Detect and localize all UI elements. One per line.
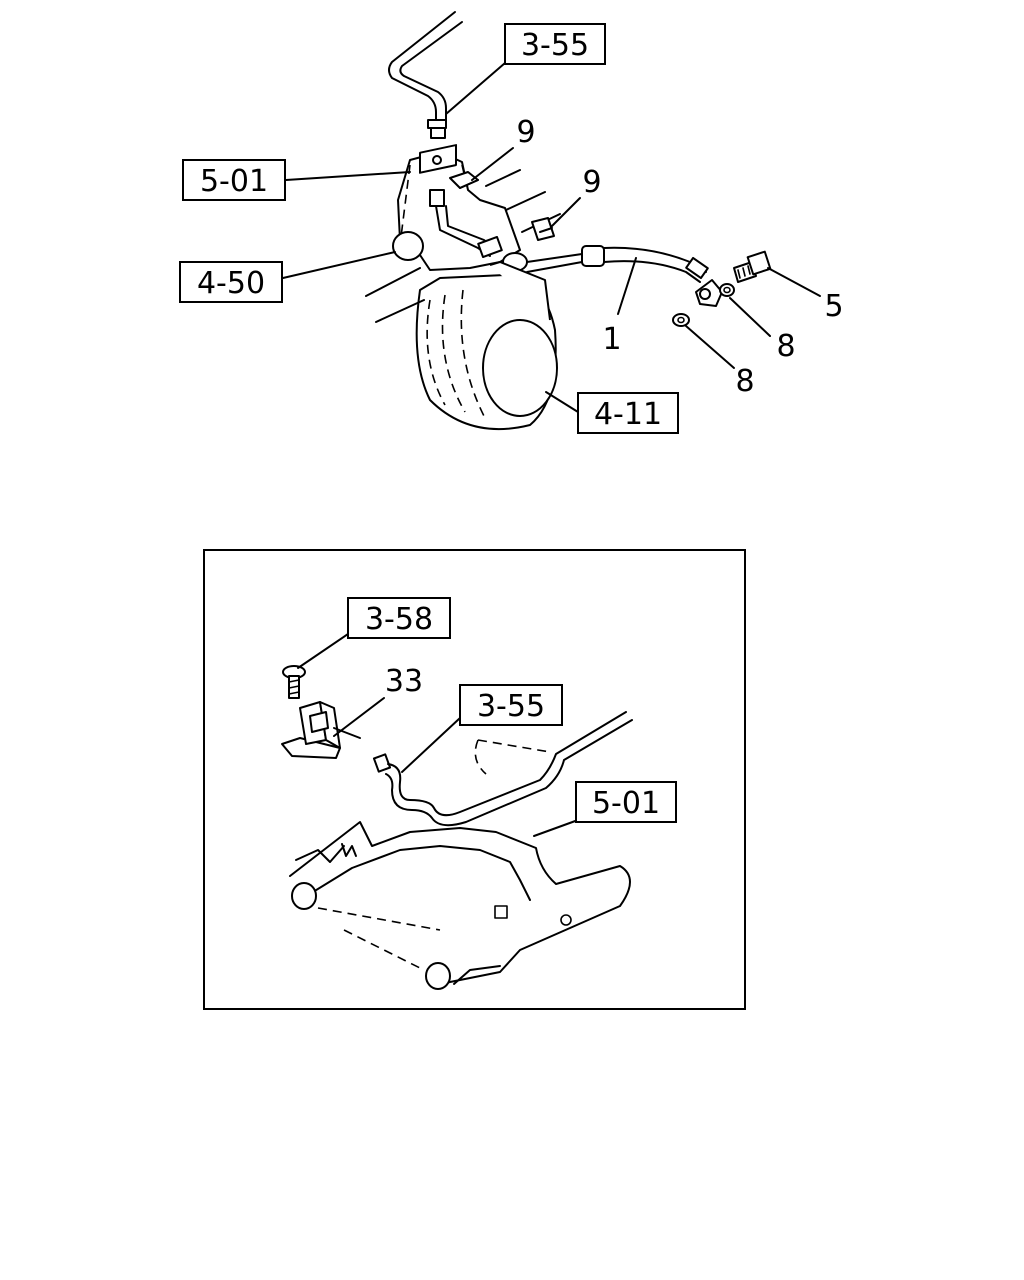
callout-box-3-55-inset <box>459 684 563 726</box>
part-number-8-a: 8 <box>776 329 795 364</box>
callout-4-50: 4-50 <box>197 266 265 301</box>
washer-8-a <box>672 313 690 327</box>
chassis-frame <box>289 739 631 990</box>
banjo-union <box>695 279 723 307</box>
clip-9-b <box>531 217 555 241</box>
callout-box-3-55-top <box>504 23 606 65</box>
clutch-master-body <box>397 144 528 272</box>
brake-pipe-inset <box>372 711 633 827</box>
callout-4-11: 4-11 <box>594 397 662 432</box>
callout-box-4-50 <box>179 261 283 303</box>
callout-box-5-01-top <box>182 159 286 201</box>
callout-3-58: 3-58 <box>365 602 433 637</box>
part-number-8-b: 8 <box>735 364 754 399</box>
washer-8-b <box>719 283 735 297</box>
clip-9-a <box>449 171 479 189</box>
inset-frame <box>203 549 746 1010</box>
clutch-hose <box>526 245 709 283</box>
top-assembly: 3-55 5-01 4-50 4-11 9 9 5 8 8 1 <box>179 11 844 434</box>
part-number-33: 33 <box>385 664 423 699</box>
clutch-booster <box>365 169 561 431</box>
inset-assembly: 3-58 3-55 5-01 33 <box>203 549 746 1010</box>
brake-pipe-top <box>388 11 463 139</box>
callout-box-3-58 <box>347 597 451 639</box>
callout-box-5-01-inset <box>575 781 677 823</box>
part-number-9-a: 9 <box>516 115 535 150</box>
callout-5-01-top: 5-01 <box>200 164 268 199</box>
union-bolt-5 <box>733 250 772 283</box>
callout-box-4-11 <box>577 392 679 434</box>
callout-3-55-top: 3-55 <box>521 28 589 63</box>
flange-bolt <box>282 665 306 699</box>
bracket-33 <box>281 701 361 759</box>
callout-3-55-inset: 3-55 <box>477 689 545 724</box>
part-number-1: 1 <box>602 322 621 357</box>
callout-5-01-inset: 5-01 <box>592 786 660 821</box>
part-number-9-b: 9 <box>582 165 601 200</box>
part-number-5: 5 <box>824 289 843 324</box>
